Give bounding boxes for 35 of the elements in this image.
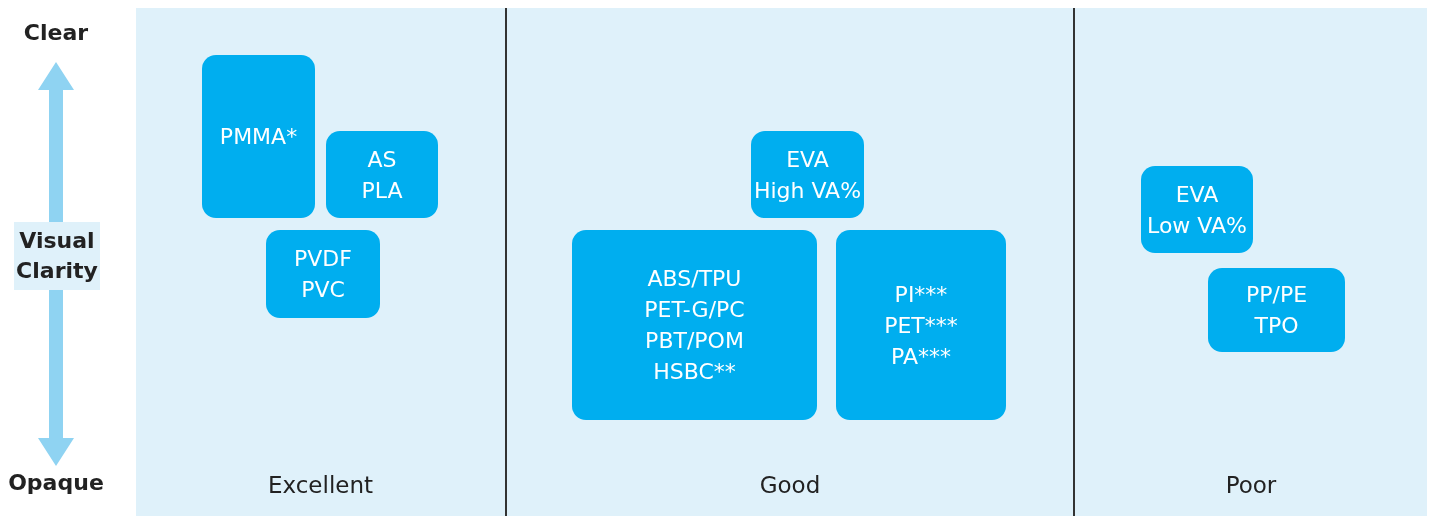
material-name: PET***	[884, 311, 958, 340]
axis-label: Visual Clarity	[14, 222, 100, 290]
material-name: TPO	[1254, 312, 1299, 340]
material-box	[1208, 268, 1345, 352]
material-name: PLA	[361, 176, 403, 205]
material-name: PVC	[301, 276, 345, 304]
category-panel	[1075, 8, 1427, 516]
material-name: PA***	[891, 342, 951, 371]
material-name: HSBC**	[653, 358, 736, 386]
material-name: PMMA*	[219, 123, 298, 151]
material-box	[202, 55, 315, 218]
material-box	[751, 131, 864, 218]
category-panel	[136, 8, 505, 516]
material-name: AS	[367, 145, 397, 174]
category-panel	[507, 8, 1073, 516]
material-box	[266, 230, 380, 318]
category-label: Poor	[1224, 472, 1278, 498]
material-box	[326, 131, 438, 218]
material-box	[572, 230, 817, 420]
material-name: PVDF	[294, 245, 352, 273]
material-name: PET-G/PC	[644, 296, 745, 324]
material-name: EVA	[1175, 180, 1219, 209]
material-name: PI***	[894, 280, 948, 309]
material-name: EVA	[786, 145, 829, 174]
material-name: High VA%	[753, 176, 862, 205]
category-label: Excellent	[266, 472, 375, 498]
axis-label: Opaque	[7, 470, 105, 495]
material-box	[1141, 166, 1253, 253]
material-name: ABS/TPU	[647, 265, 742, 293]
material-name: PP/PE	[1245, 281, 1308, 309]
axis-label: Clear	[22, 20, 90, 45]
category-label: Good	[758, 472, 822, 498]
material-box	[836, 230, 1006, 420]
material-name: Low VA%	[1147, 211, 1247, 240]
material-name: PBT/POM	[645, 327, 744, 355]
